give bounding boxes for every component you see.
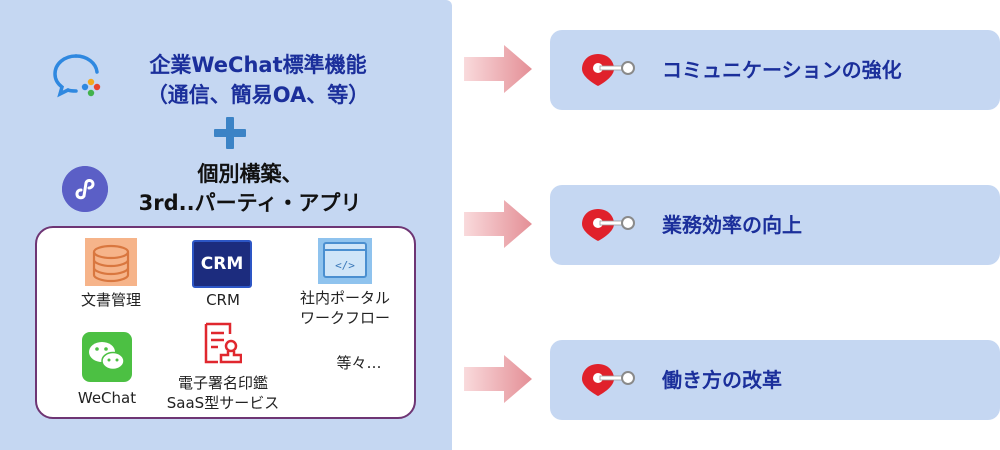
arrow-right-icon [464,355,532,403]
plus-icon [214,117,246,149]
subtitle-line-2: 3rd..パーティ・アプリ [138,191,362,215]
app-internal-portal[interactable]: </> 社内ポータル ワークフロー [285,238,405,328]
app-crm[interactable]: CRM CRM [185,238,261,310]
app-wechat[interactable]: WeChat [65,332,149,410]
subtitle-line-1: 個別構築、 [197,162,303,186]
svg-text:</>: </> [335,259,355,272]
app-document-management[interactable]: 文書管理 [71,234,151,310]
app-label: 文書管理 [80,291,141,309]
mini-program-icon [62,166,108,212]
result-label: 業務効率の向上 [662,213,802,237]
app-e-signature[interactable]: 電子署名印鑑 SaaS型サービス [155,322,291,414]
crm-icon: CRM [192,240,252,288]
result-label: コミュニケーションの強化 [662,58,902,82]
result-label: 働き方の改革 [662,368,782,392]
wechat-icon [82,332,132,382]
left-panel: 企業WeChat標準機能 （通信、簡易OA、等） 個別構築、 3rd..パーティ… [0,0,452,450]
app-label: CRM [206,291,240,309]
document-stack-icon [85,238,137,286]
wechat-standard-title: 企業WeChat標準機能 （通信、簡易OA、等） [108,50,408,110]
result-efficiency: 業務効率の向上 [550,185,1000,265]
app-label-line-1: 社内ポータル [299,289,390,307]
pin-key-icon [581,53,635,87]
wechat-work-icon [53,54,101,98]
etc-label: 等々… [336,354,382,372]
code-window-icon: </> [318,238,372,284]
app-label-line-1: 電子署名印鑑 [177,374,268,392]
pin-key-icon [581,208,635,242]
pin-key-icon [581,363,635,397]
title-line-2: （通信、簡易OA、等） [146,83,370,107]
app-list-box: 文書管理 CRM CRM </> 社内ポータル ワークフロー [35,226,416,419]
arrow-right-icon [464,45,532,93]
seal-document-icon [204,322,242,364]
third-party-title: 個別構築、 3rd..パーティ・アプリ [110,160,390,218]
result-communication: コミュニケーションの強化 [550,30,1000,110]
arrow-right-icon [464,200,532,248]
app-label: WeChat [77,389,137,407]
app-label-line-2: ワークフロー [299,309,390,327]
title-line-1: 企業WeChat標準機能 [149,53,367,77]
app-label-line-2: SaaS型サービス [166,394,280,412]
result-work-style: 働き方の改革 [550,340,1000,420]
